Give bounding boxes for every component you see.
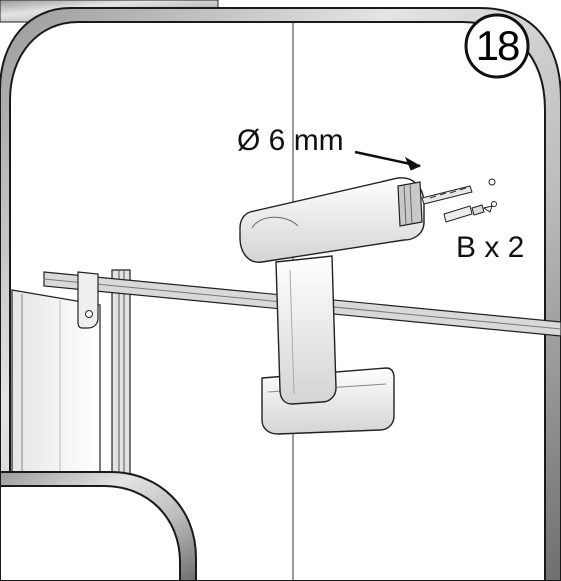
drill-bit-size-label: Ø 6 mm [237,124,344,157]
step-number-badge [464,13,530,79]
fixings-quantity-label: B x 2 [456,231,525,264]
drill-illustration [239,177,473,435]
fixings-illustration [443,178,497,223]
next-panel-frame [0,471,197,581]
drill-bit-arrow [354,150,422,171]
wall-bracket [77,271,99,329]
step-number: 18 [475,22,521,69]
vertical-profile [111,269,131,501]
